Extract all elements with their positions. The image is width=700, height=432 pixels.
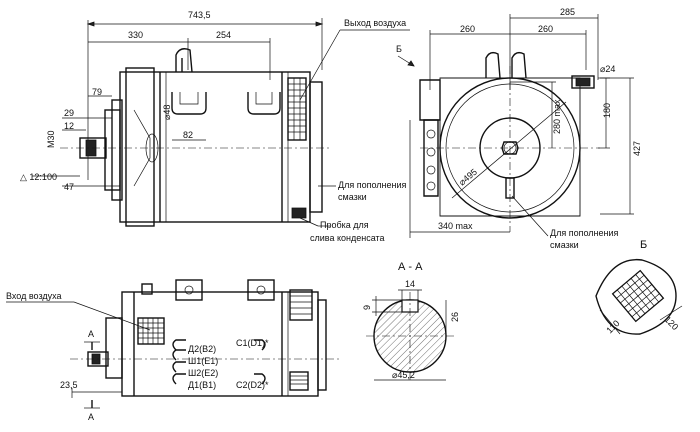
dim-260a: 260: [460, 24, 475, 34]
label-lube-fill-1a: Для пополнения: [338, 180, 407, 190]
side-view: 743,5 330 254 82: [20, 10, 410, 243]
dim-14: 14: [405, 279, 415, 289]
end-view: 285 260 260 Б ⌀24 180: [396, 7, 642, 250]
label-view-b: Б: [396, 44, 402, 54]
dim-taper: △ 12:100: [20, 172, 57, 182]
label-view-b2: Б: [640, 239, 647, 251]
dim-254: 254: [216, 30, 231, 40]
plan-view: Вход воздуха Д2(В2) Ш1(Е1) Ш2(Е2) Д1(В1)…: [6, 279, 340, 422]
dim-d45: ⌀45,2: [392, 370, 415, 380]
label-section-a-bot: А: [88, 412, 94, 422]
terminal-sh1: Ш1(Е1): [188, 356, 218, 366]
terminal-c1: С1(D1)*: [236, 338, 269, 348]
dim-total-length: 743,5: [188, 10, 211, 20]
label-section-aa: А - А: [398, 261, 423, 273]
view-b-detail: Б 110 120: [595, 239, 683, 335]
label-section-a-top: А: [88, 329, 94, 339]
dim-285: 285: [560, 7, 575, 17]
terminal-c2: С2(D2)*: [236, 380, 269, 390]
label-lube-fill-2b: смазки: [550, 240, 579, 250]
section-aa: А - А 14 9 26 ⌀45,2: [362, 261, 460, 381]
dim-427: 427: [632, 141, 642, 156]
dim-9: 9: [362, 305, 372, 310]
dim-23-5: 23,5: [60, 380, 78, 390]
dim-260b: 260: [538, 24, 553, 34]
terminal-d2: Д2(В2): [188, 344, 216, 354]
terminal-d1: Д1(В1): [188, 380, 216, 390]
dim-d48: ⌀48: [162, 105, 172, 120]
label-drain-plug-b: слива конденсата: [310, 233, 385, 243]
dim-26: 26: [450, 312, 460, 322]
dim-47: 47: [64, 182, 74, 192]
dim-12: 12: [64, 121, 74, 131]
dim-180: 180: [602, 103, 612, 118]
label-drain-plug-a: Пробка для: [320, 220, 369, 230]
label-lube-fill-1b: смазки: [338, 192, 367, 202]
dim-79: 79: [92, 87, 102, 97]
dim-m30: M30: [46, 130, 56, 148]
terminal-sh2: Ш2(Е2): [188, 368, 218, 378]
dim-340max: 340 max: [438, 221, 473, 231]
dim-82: 82: [183, 130, 193, 140]
dim-280max: 280 max: [552, 99, 562, 134]
dim-d24: ⌀24: [600, 64, 615, 74]
label-air-out: Выход воздуха: [344, 18, 406, 28]
label-air-in: Вход воздуха: [6, 291, 62, 301]
dim-330: 330: [128, 30, 143, 40]
label-lube-fill-2a: Для пополнения: [550, 228, 619, 238]
dim-29: 29: [64, 108, 74, 118]
